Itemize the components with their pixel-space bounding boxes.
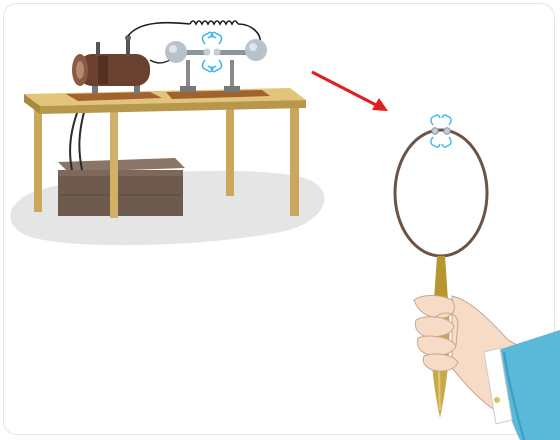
power-box bbox=[58, 158, 185, 216]
wire bbox=[70, 105, 80, 170]
coiled-wire bbox=[128, 21, 260, 44]
wire bbox=[79, 105, 86, 170]
induction-coil bbox=[72, 35, 150, 94]
spark-gap-electrodes bbox=[165, 39, 267, 63]
red-arrow-icon bbox=[312, 72, 388, 111]
hand-icon bbox=[414, 296, 560, 440]
spark-gap-stands bbox=[180, 60, 240, 92]
